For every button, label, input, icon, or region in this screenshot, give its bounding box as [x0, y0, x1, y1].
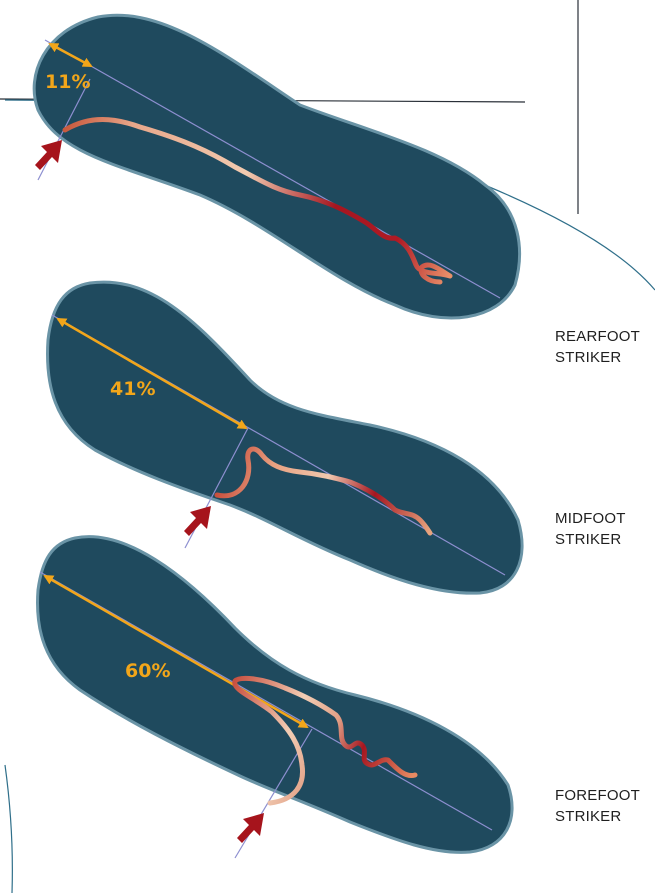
forefoot-percent-label: 60%	[125, 660, 170, 682]
rearfoot-label-line1: REARFOOT	[555, 326, 640, 347]
midfoot-percent-label: 41%	[110, 378, 155, 400]
midfoot-label-line1: MIDFOOT	[555, 508, 626, 529]
midfoot-striker-label: MIDFOOT STRIKER	[555, 508, 626, 550]
forefoot-impact-arrow-icon	[237, 813, 264, 843]
midfoot-impact-arrow-icon	[184, 506, 211, 536]
rearfoot-insole-group: 11%	[34, 15, 519, 318]
forefoot-striker-label: FOREFOOT STRIKER	[555, 785, 640, 827]
rearfoot-impact-arrow-icon	[35, 140, 62, 170]
rearfoot-label-line2: STRIKER	[555, 347, 640, 368]
forefoot-label-line2: STRIKER	[555, 806, 640, 827]
midfoot-label-line2: STRIKER	[555, 529, 626, 550]
rearfoot-percent-label: 11%	[45, 71, 90, 93]
forefoot-label-line1: FOREFOOT	[555, 785, 640, 806]
rearfoot-striker-label: REARFOOT STRIKER	[555, 326, 640, 368]
